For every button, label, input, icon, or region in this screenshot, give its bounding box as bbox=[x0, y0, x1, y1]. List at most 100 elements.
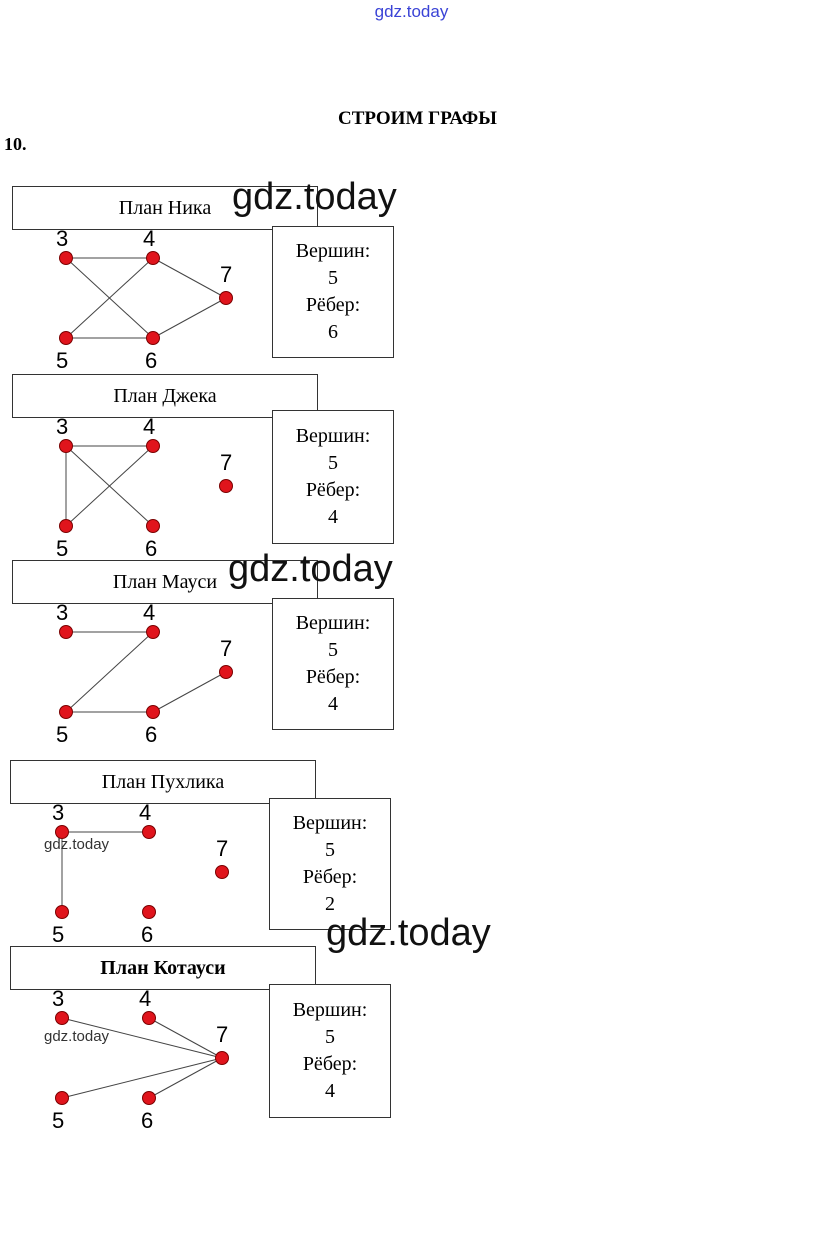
plan-card-nik: План Ника 3 4 7 5 6 Вершин: 5 Рёбер: 6 bbox=[0, 186, 420, 376]
node-label: 3 bbox=[56, 226, 69, 251]
graph-node bbox=[59, 331, 73, 345]
node-label: 6 bbox=[141, 922, 154, 947]
graph-node bbox=[142, 1091, 156, 1105]
edges-label: Рёбер: bbox=[305, 479, 361, 501]
node-label: 5 bbox=[52, 922, 65, 947]
vertices-count: 5 bbox=[328, 639, 338, 661]
edges-label: Рёбер: bbox=[305, 294, 361, 316]
stats-box: Вершин: 5 Рёбер: 2 bbox=[269, 798, 391, 930]
graph: 3 4 7 5 6 bbox=[26, 802, 256, 952]
node-label: 6 bbox=[145, 722, 158, 747]
graph-node bbox=[142, 825, 156, 839]
stats-box: Вершин: 5 Рёбер: 4 bbox=[269, 984, 391, 1118]
graph-edge bbox=[152, 297, 227, 339]
graph-svg bbox=[59, 439, 233, 533]
graph-edge bbox=[61, 1057, 223, 1099]
plan-title: План Пухлика bbox=[10, 760, 316, 804]
node-label: 4 bbox=[143, 414, 156, 439]
graph-node bbox=[59, 705, 73, 719]
graph-node bbox=[59, 519, 73, 533]
vertices-label: Вершин: bbox=[295, 612, 371, 634]
node-label: 6 bbox=[145, 536, 158, 561]
graph-node bbox=[59, 251, 73, 265]
plan-card-pukhlik: План Пухлика 3 4 7 5 6 Вершин: 5 Рёбер: 2 bbox=[0, 760, 420, 950]
node-label: 7 bbox=[220, 262, 233, 287]
graph-node bbox=[146, 439, 160, 453]
node-label: 7 bbox=[216, 836, 229, 861]
watermark: gdz.today bbox=[228, 548, 393, 590]
plan-title: План Мауси bbox=[12, 560, 318, 604]
node-label: 5 bbox=[56, 536, 69, 561]
node-label: 5 bbox=[56, 722, 69, 747]
graph-node bbox=[146, 705, 160, 719]
vertices-label: Вершин: bbox=[292, 812, 368, 834]
edges-label: Рёбер: bbox=[305, 666, 361, 688]
graph-svg bbox=[55, 1011, 229, 1105]
page-title: СТРОИМ ГРАФЫ bbox=[338, 108, 497, 129]
site-header-link[interactable]: gdz.today bbox=[374, 2, 449, 21]
graph-edge bbox=[148, 1057, 223, 1099]
graph-node bbox=[219, 291, 233, 305]
graph-node bbox=[219, 665, 233, 679]
graph-node bbox=[146, 251, 160, 265]
graph-node bbox=[142, 905, 156, 919]
edges-count: 2 bbox=[325, 893, 335, 915]
graph-edge bbox=[65, 445, 154, 527]
node-label: 3 bbox=[52, 800, 65, 825]
node-label: 4 bbox=[139, 986, 152, 1011]
vertices-label: Вершин: bbox=[295, 425, 371, 447]
node-label: 7 bbox=[220, 450, 233, 475]
graph-node bbox=[55, 1091, 69, 1105]
edges-label: Рёбер: bbox=[302, 866, 358, 888]
node-label: 5 bbox=[56, 348, 69, 373]
graph-node bbox=[215, 865, 229, 879]
graph-node bbox=[55, 825, 69, 839]
graph-node bbox=[55, 1011, 69, 1025]
plan-title: План Джека bbox=[12, 374, 318, 418]
graph-edge bbox=[152, 671, 227, 713]
node-label: 6 bbox=[141, 1108, 154, 1133]
graph-svg bbox=[59, 625, 233, 719]
graph-node bbox=[215, 1051, 229, 1065]
graph-node bbox=[59, 439, 73, 453]
edges-count: 4 bbox=[325, 1080, 335, 1102]
task-number: 10. bbox=[4, 134, 27, 154]
edges-count: 6 bbox=[328, 321, 338, 343]
vertices-count: 5 bbox=[328, 452, 338, 474]
watermark: gdz.today bbox=[44, 1028, 110, 1045]
graph-edge bbox=[65, 257, 154, 339]
node-label: 4 bbox=[143, 226, 156, 251]
stats-box: Вершин: 5 Рёбер: 4 bbox=[272, 598, 394, 730]
node-label: 5 bbox=[52, 1108, 65, 1133]
plan-title: План Котауси bbox=[10, 946, 316, 990]
node-label: 6 bbox=[145, 348, 158, 373]
edges-count: 4 bbox=[328, 506, 338, 528]
node-label: 4 bbox=[139, 800, 152, 825]
graph-svg bbox=[55, 825, 229, 919]
stats-box: Вершин: 5 Рёбер: 4 bbox=[272, 410, 394, 544]
graph-node bbox=[146, 331, 160, 345]
graph-svg bbox=[59, 251, 233, 345]
vertices-label: Вершин: bbox=[292, 999, 368, 1021]
graph-node bbox=[146, 519, 160, 533]
vertices-count: 5 bbox=[325, 839, 335, 861]
graph-node bbox=[55, 905, 69, 919]
node-label: 7 bbox=[216, 1022, 229, 1047]
plan-title: План Ника bbox=[12, 186, 318, 230]
graph: 3 4 7 5 6 bbox=[30, 228, 260, 378]
vertices-count: 5 bbox=[325, 1026, 335, 1048]
node-label: 7 bbox=[220, 636, 233, 661]
vertices-count: 5 bbox=[328, 267, 338, 289]
vertices-label: Вершин: bbox=[295, 240, 371, 262]
graph-node bbox=[219, 479, 233, 493]
watermark: gdz.today bbox=[44, 836, 110, 853]
watermark: gdz.today bbox=[232, 176, 397, 218]
node-label: 4 bbox=[143, 600, 156, 625]
graph-node bbox=[59, 625, 73, 639]
graph-edge bbox=[61, 1017, 223, 1059]
